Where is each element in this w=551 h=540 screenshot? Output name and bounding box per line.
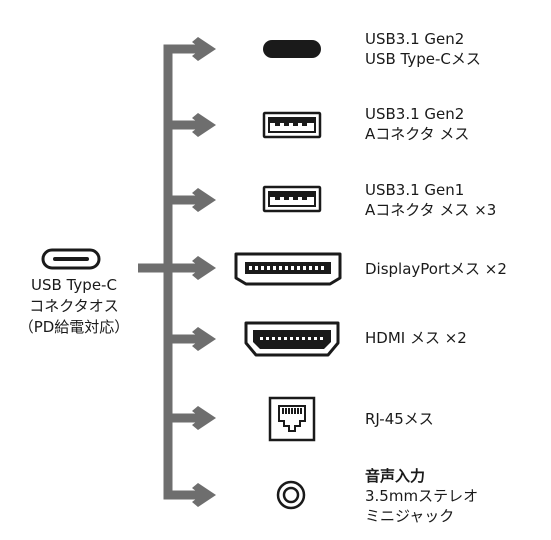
arrow-icon [192,113,216,137]
port-label-line: ミニジャック [365,507,455,525]
usb-a-port-icon [262,185,322,213]
port-label-line: USB Type-Cメス [365,50,481,68]
port-label-line: USB3.1 Gen2 [365,105,465,123]
branch-line [168,263,206,273]
rj45-port-icon [268,396,316,442]
port-label-usb-a-gen1: USB3.1 Gen1 Aコネクタ メス ×3 [365,180,496,220]
port-label-line: USB3.1 Gen2 [365,30,465,48]
port-label-line: HDMI メス ×2 [365,329,467,347]
branch-line [168,120,206,130]
arrow-icon [192,256,216,280]
branch-line [168,334,206,344]
port-label-audio: 音声入力 3.5mmステレオ ミニジャック [365,466,478,526]
source-connector-label: USB Type-C コネクタオス （PD給電対応） [8,275,140,338]
port-label-displayport: DisplayPortメス ×2 [365,259,507,279]
hdmi-port-icon [244,321,340,357]
arrow-icon [192,188,216,212]
branch-line [168,195,206,205]
source-label-line: （PD給電対応） [18,318,130,336]
source-label-line: コネクタオス [29,297,119,315]
port-label-line: Aコネクタ メス ×3 [365,201,497,219]
port-label-rj45: RJ-45メス [365,409,434,429]
source-label-line: USB Type-C [31,276,117,294]
port-label-usb-c: USB3.1 Gen2 USB Type-Cメス [365,29,481,69]
branch-line [168,413,206,423]
connector-tree [138,37,216,507]
branch-line [168,44,206,54]
usb-a-port-icon [262,111,322,139]
arrow-icon [192,327,216,351]
port-label-usb-a-gen2: USB3.1 Gen2 Aコネクタ メス [365,104,469,144]
port-label-line: USB3.1 Gen1 [365,181,465,199]
port-label-line: RJ-45メス [365,410,434,428]
displayport-icon [234,252,342,286]
port-label-line: 音声入力 [365,467,426,485]
port-label-hdmi: HDMI メス ×2 [365,328,467,348]
usb-c-connector-icon [41,248,101,270]
port-label-line: Aコネクタ メス [365,125,470,143]
port-label-line: 3.5mmステレオ [365,487,479,505]
usb-c-port-icon [263,40,321,58]
arrow-icon [192,483,216,507]
arrow-icon [192,37,216,61]
arrow-icon [192,406,216,430]
audio-jack-icon [276,480,306,510]
branch-line [168,490,206,500]
source-feed-line [138,263,168,273]
port-label-line: DisplayPortメス ×2 [365,260,507,278]
